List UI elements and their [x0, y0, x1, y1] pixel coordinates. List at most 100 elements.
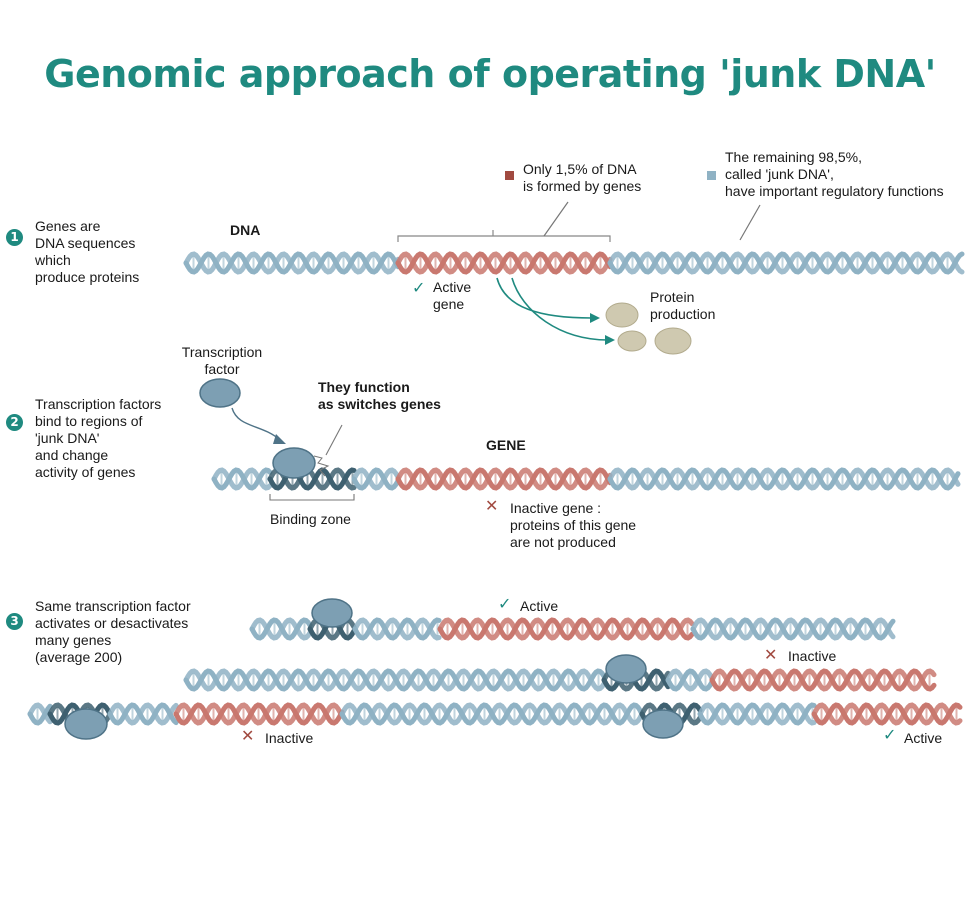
inactive-label: Inactive [265, 730, 314, 746]
bound-factor-shape [311, 598, 353, 628]
gene-dna-strand [173, 702, 345, 726]
junk-dna-strand [607, 467, 961, 491]
switch-line-1: They function [318, 379, 410, 395]
switch-pointer [325, 424, 343, 456]
switch-label: They function as switches genes [318, 379, 441, 413]
protein-blob [605, 302, 639, 328]
step-3-line-4: (average 200) [35, 649, 123, 665]
protein-line-2: production [650, 306, 716, 322]
junk-legend-text: The remaining 98,5%, called 'junk DNA', … [725, 149, 944, 200]
junk-dna-strand [107, 702, 179, 726]
bound-factor-shape [64, 708, 108, 740]
check-icon: ✓ [412, 280, 426, 297]
step-1-line-3: which [35, 252, 71, 268]
junk-legend-swatch [707, 171, 716, 180]
gene-dna-strand [395, 251, 613, 275]
junk-dna-strand [27, 703, 53, 726]
step-2-number: 2 [6, 414, 23, 431]
junk-dna-strand [211, 467, 273, 491]
cross-icon: ✕ [485, 498, 499, 515]
gene-dna-strand [709, 668, 937, 692]
junk-dna-strand [352, 617, 442, 641]
junk-dna-strand [339, 702, 645, 726]
switch-line-2: as switches genes [318, 396, 441, 412]
junk-dna-strand [665, 668, 715, 692]
check-icon: ✓ [883, 727, 897, 744]
step-2-description: Transcription factors bind to regions of… [35, 396, 161, 481]
cross-icon: ✕ [241, 728, 255, 745]
protein-blob [617, 330, 647, 352]
junk-dna-strand [351, 467, 401, 491]
junk-dna-strand [183, 251, 401, 275]
bound-factor-shape [642, 709, 684, 739]
gene-legend-swatch [505, 171, 514, 180]
junk-legend-line-2: called 'junk DNA', [725, 166, 834, 182]
step-3-line-3: many genes [35, 632, 112, 648]
junk-dna-strand [607, 251, 965, 275]
inactive-gene-line-2: proteins of this gene [510, 517, 637, 533]
step-3-number: 3 [6, 613, 23, 630]
gene-legend-text: Only 1,5% of DNA is formed by genes [523, 161, 641, 195]
inactive-gene-line-1: Inactive gene : [510, 500, 602, 516]
gene-dna-strand [437, 617, 695, 641]
step-2-line-4: and change [35, 447, 109, 463]
transcription-factor-shape [199, 378, 241, 408]
step-2-line-5: activity of genes [35, 464, 136, 480]
factor-arrow [231, 407, 281, 441]
junk-dna-strand [107, 702, 179, 726]
gene-bracket [397, 235, 611, 242]
dna-label: DNA [230, 222, 261, 238]
check-icon: ✓ [498, 596, 512, 613]
active-label: Active [904, 730, 943, 746]
step-1-line-1: Genes are [35, 218, 101, 234]
junk-dna-strand [690, 617, 896, 641]
cross-icon: ✕ [764, 647, 778, 664]
factor-line-2: factor [204, 361, 240, 377]
junk-dna-strand [27, 702, 53, 725]
junk-dna-strand [690, 617, 896, 641]
active-gene-label: Active gene [433, 279, 471, 313]
active-gene-line-2: gene [433, 296, 465, 312]
page-title: Genomic approach of operating 'junk DNA' [44, 52, 936, 96]
junk-dna-strand [249, 617, 313, 641]
production-arrow [511, 277, 609, 341]
gene-dna-strand [173, 702, 345, 726]
gene-legend-line-2: is formed by genes [523, 178, 642, 194]
binding-zone-bracket [269, 494, 355, 501]
production-arrow [496, 277, 593, 319]
legend-pointer [739, 204, 761, 241]
arrow-head [590, 313, 600, 323]
gene-dna-strand [709, 668, 937, 692]
gene-legend-line-1: Only 1,5% of DNA [523, 161, 637, 177]
binding-zone-dna-strand [601, 668, 671, 692]
step-1-line-2: DNA sequences [35, 235, 136, 251]
bound-factor-shape [272, 447, 316, 479]
arrow-head [605, 335, 615, 345]
active-label: Active [520, 598, 559, 614]
protein-blob [654, 327, 692, 355]
arrow-head [273, 434, 286, 444]
step-2-line-2: bind to regions of [35, 413, 143, 429]
gene-dna-strand [811, 702, 963, 726]
junk-legend-line-1: The remaining 98,5%, [725, 149, 862, 165]
active-gene-line-1: Active [433, 279, 472, 295]
binding-zone-label: Binding zone [270, 511, 351, 527]
step-2-line-1: Transcription factors [35, 396, 162, 412]
transcription-factor-label: Transcription factor [179, 344, 265, 378]
step-3-line-1: Same transcription factor [35, 598, 191, 614]
junk-dna-strand [697, 702, 817, 726]
junk-dna-strand [665, 668, 715, 692]
gene-label: GENE [486, 437, 526, 453]
step-1-number: 1 [6, 229, 23, 246]
gene-dna-strand [395, 467, 613, 491]
junk-dna-strand [351, 467, 401, 491]
junk-dna-strand [211, 467, 273, 491]
protein-production-label: Protein production [650, 289, 715, 323]
step-1-line-4: produce proteins [35, 269, 140, 285]
step-1-description: Genes are DNA sequences which produce pr… [35, 218, 139, 286]
step-2-line-3: 'junk DNA' [35, 430, 100, 446]
inactive-gene-line-3: are not produced [510, 534, 616, 550]
junk-dna-strand [607, 467, 961, 491]
